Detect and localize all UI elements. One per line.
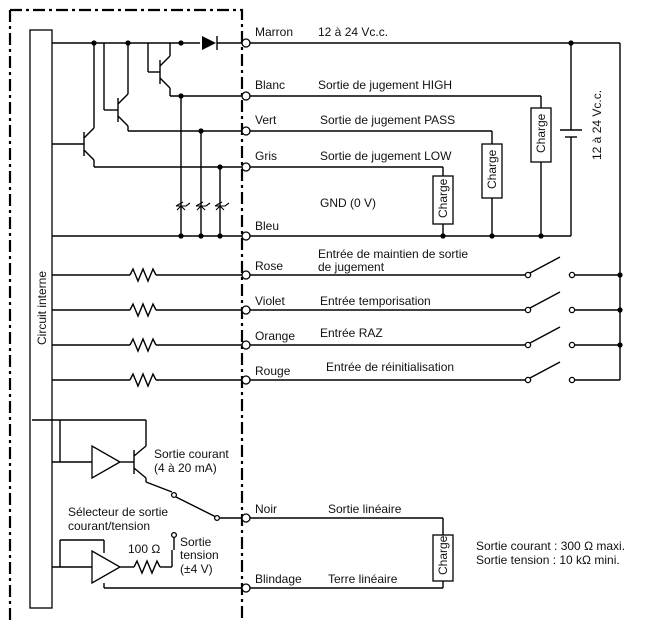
load-linear-label: Charge	[436, 535, 450, 575]
terminal-rose	[241, 270, 251, 280]
terminal-bleu	[241, 231, 251, 241]
supply-diode	[202, 36, 218, 50]
wire-desc-bleu: GND (0 V)	[320, 196, 376, 210]
wire-desc-violet: Entrée temporisation	[320, 294, 431, 308]
voltage-output-label: Sortie	[180, 535, 212, 549]
terminals	[241, 38, 251, 593]
current-output-label: Sortie courant	[154, 447, 229, 461]
resistor-value-label: 100 Ω	[128, 542, 160, 556]
wire-color-marron: Marron	[255, 25, 293, 39]
wire-desc-blindage: Terre linéaire	[328, 572, 398, 586]
terminal-blanc	[241, 91, 251, 101]
wire-desc-gris: Sortie de jugement LOW	[320, 149, 452, 163]
output-selector-switch	[170, 496, 242, 550]
voltage-output-label-line2: tension	[180, 548, 219, 562]
terminal-noir	[241, 513, 251, 523]
wire-desc-rose-line2: de jugement	[318, 260, 385, 274]
wire-color-rouge: Rouge	[255, 364, 291, 378]
load-spec-voltage: Sortie tension : 10 kΩ mini.	[476, 553, 620, 567]
terminal-rouge	[241, 375, 251, 385]
input-switches	[250, 256, 620, 384]
wire-color-orange: Orange	[255, 329, 295, 343]
load-pass-label: Charge	[485, 149, 499, 189]
selector-label-line2: courant/tension	[68, 519, 150, 533]
wire-color-rose: Rose	[255, 259, 283, 273]
voltage-output-amplifier	[52, 539, 242, 589]
voltage-output-range: (±4 V)	[180, 562, 213, 576]
wire-desc-rose: Entrée de maintien de sortie	[318, 247, 468, 261]
terminal-orange	[241, 340, 251, 350]
wire-desc-blanc: Sortie de jugement HIGH	[318, 78, 452, 92]
wire-color-bleu: Bleu	[255, 219, 279, 233]
wire-color-blindage: Blindage	[255, 572, 302, 586]
input-resistors	[52, 267, 242, 388]
internal-circuit-label: Circuit interne	[35, 271, 49, 345]
wire-desc-orange: Entrée RAZ	[320, 326, 383, 340]
terminal-vert	[241, 126, 251, 136]
terminal-gris	[241, 162, 251, 172]
output-transistors	[52, 43, 171, 167]
current-output-range: (4 à 20 mA)	[154, 461, 217, 475]
wire-desc-noir: Sortie linéaire	[328, 502, 402, 516]
wire-color-noir: Noir	[255, 502, 277, 516]
wire-desc-marron: 12 à 24 Vc.c.	[318, 25, 388, 39]
wire-color-blanc: Blanc	[255, 78, 285, 92]
current-output-amplifier	[32, 419, 173, 493]
sensor-boundary	[8, 8, 244, 620]
terminal-blindage	[241, 583, 251, 593]
power-supply-battery	[560, 129, 582, 138]
protection-diodes	[175, 96, 230, 236]
supply-voltage-label: 12 à 24 Vc.c.	[590, 90, 604, 160]
load-spec-current: Sortie courant : 300 Ω maxi.	[476, 539, 625, 553]
selector-label: Sélecteur de sortie	[68, 505, 168, 519]
wire-color-vert: Vert	[255, 113, 277, 127]
terminal-violet	[241, 305, 251, 315]
wire-color-gris: Gris	[255, 149, 277, 163]
wire-color-violet: Violet	[255, 294, 285, 308]
load-high-label: Charge	[534, 113, 548, 153]
terminal-marron	[241, 38, 251, 48]
internal-circuit-block	[29, 29, 53, 609]
wire-desc-rouge: Entrée de réinitialisation	[326, 360, 454, 374]
wire-desc-vert: Sortie de jugement PASS	[320, 113, 455, 127]
load-low-label: Charge	[436, 178, 450, 218]
